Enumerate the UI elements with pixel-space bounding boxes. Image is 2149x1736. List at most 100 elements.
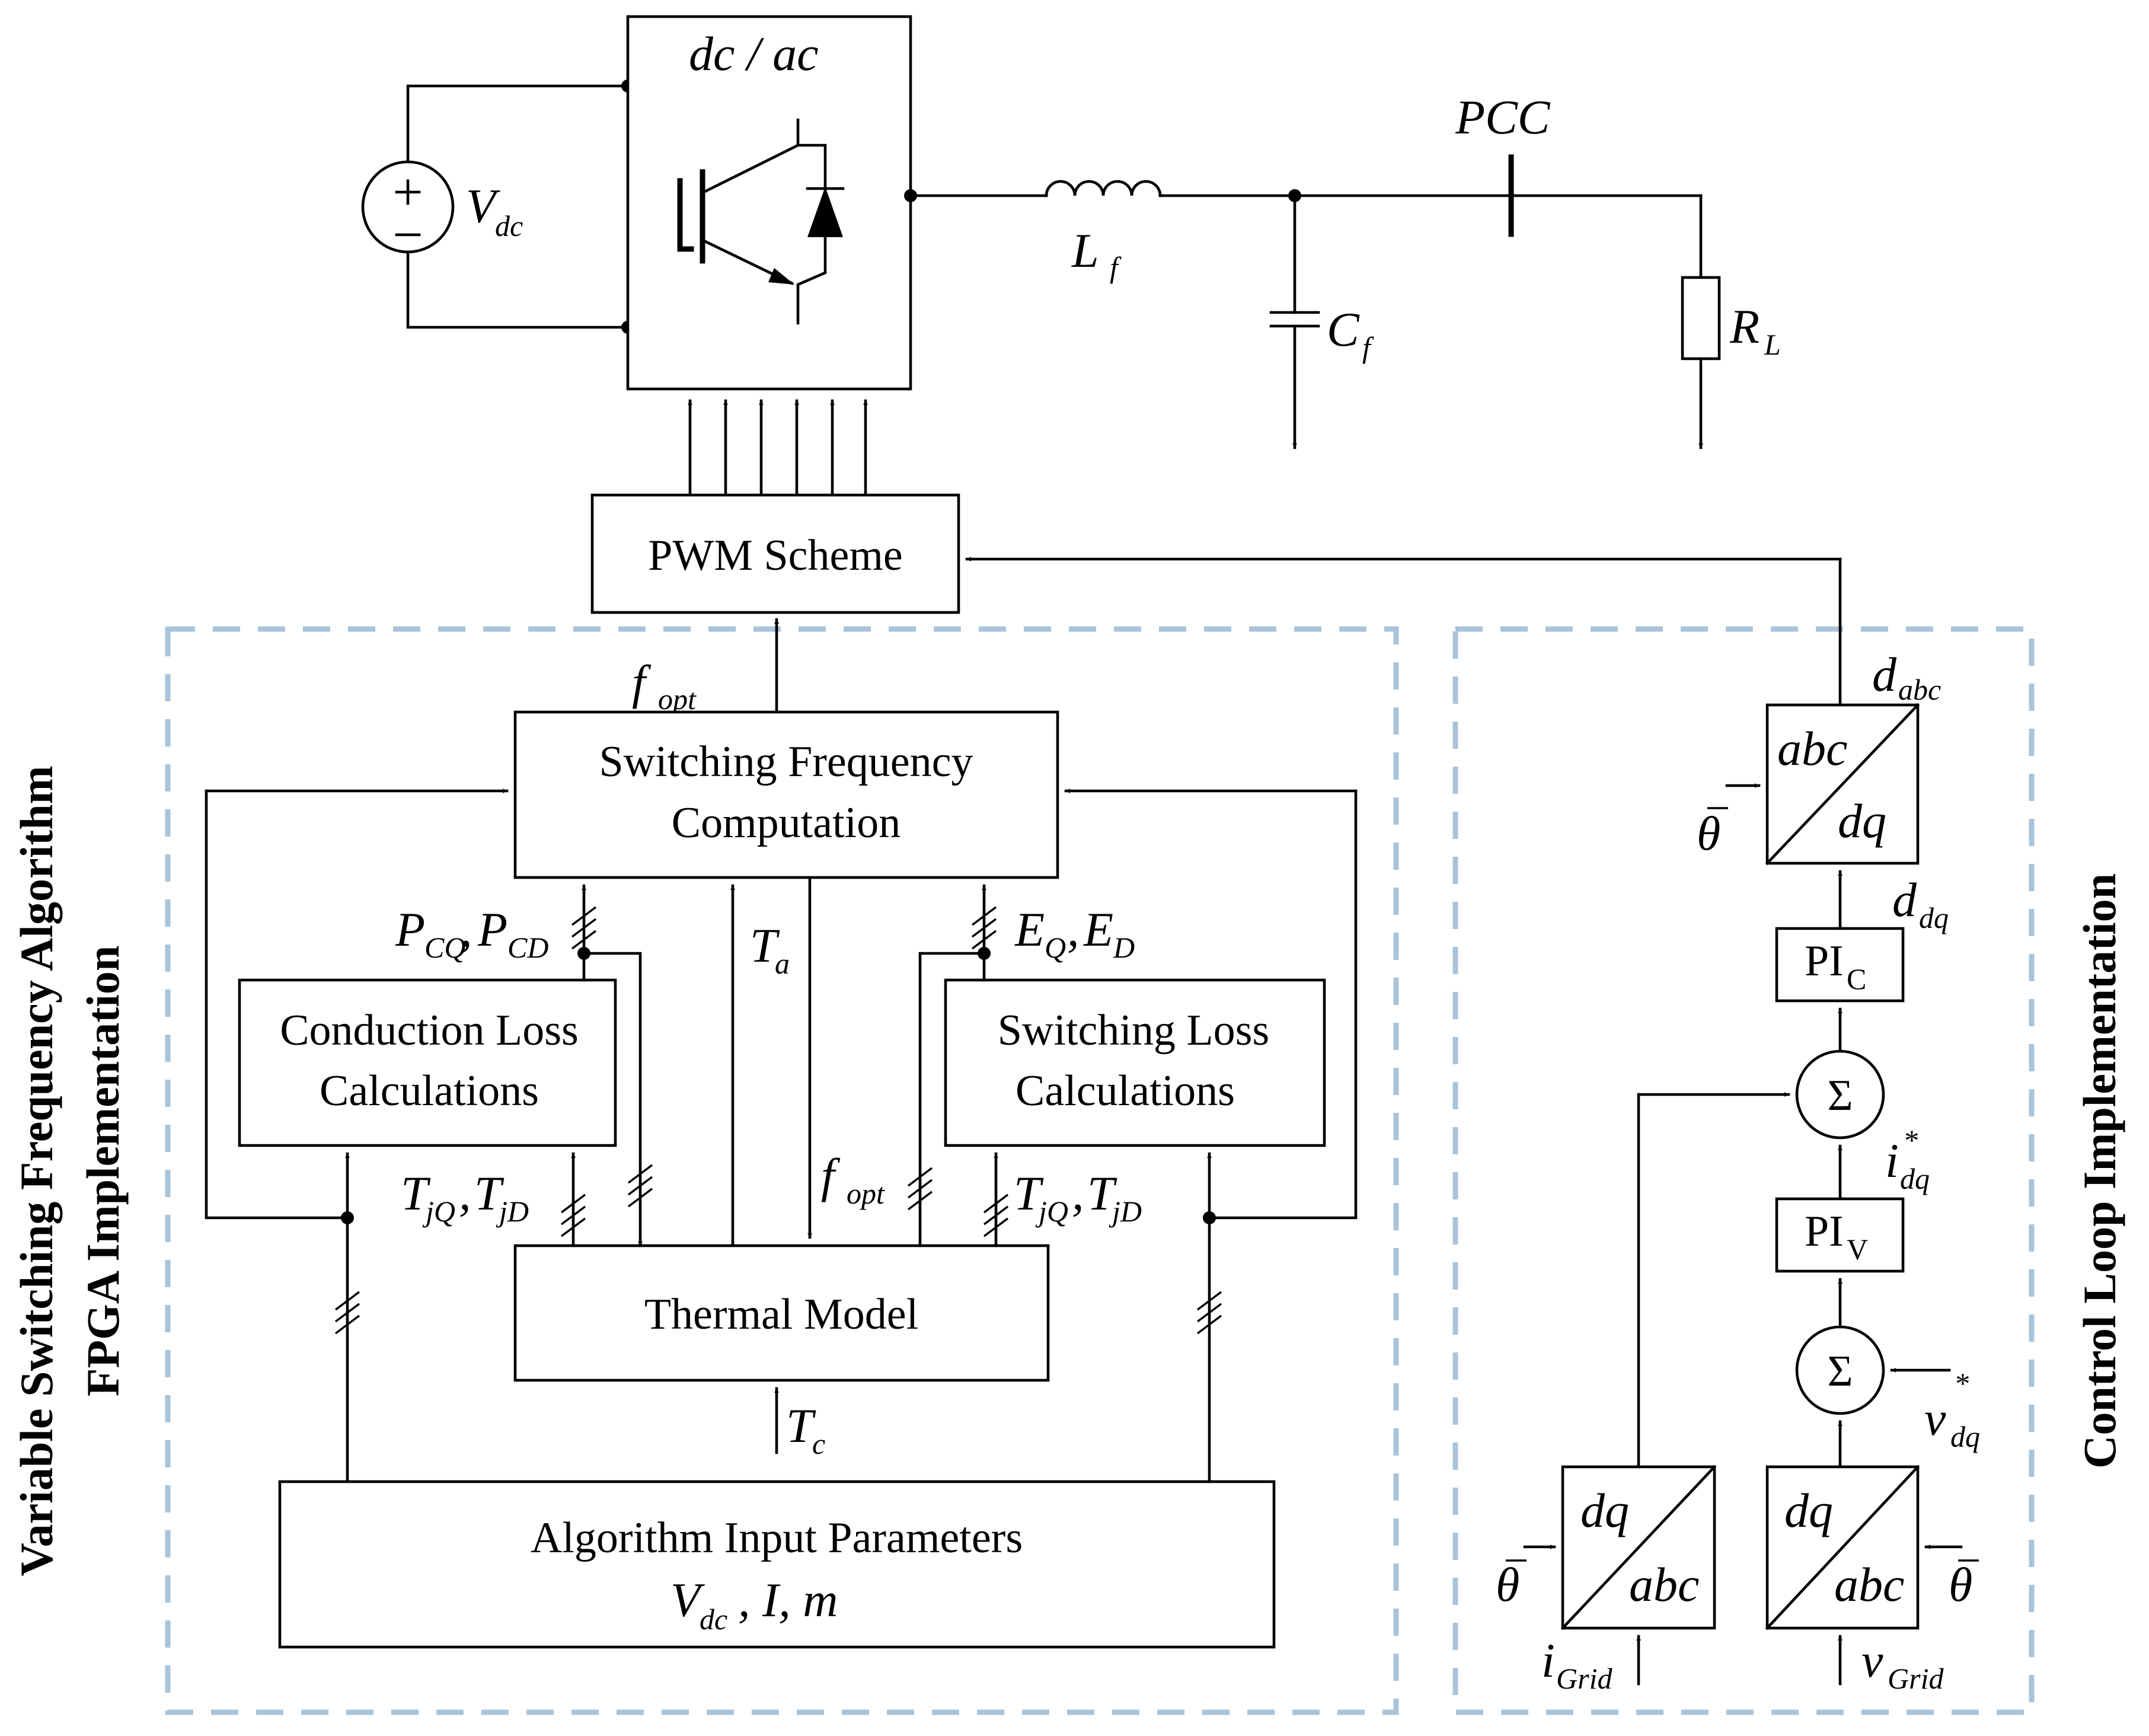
fopt-top-subscript: opt	[658, 682, 697, 716]
theta-current-label: θ	[1496, 1558, 1519, 1611]
tjq-left-comma: ,	[459, 1166, 471, 1220]
rl-label: R	[1729, 299, 1760, 353]
switching-frequency-computation-block	[513, 710, 1059, 879]
fopt-top-label: f	[632, 655, 652, 709]
thermal-model-label: Thermal Model	[644, 1290, 918, 1339]
load-resistor	[1681, 276, 1721, 360]
pwm-scheme-label: PWM Scheme	[648, 531, 903, 580]
vgrid-subscript: Grid	[1888, 1662, 1944, 1695]
pwm-scheme-block	[590, 493, 960, 614]
idq-label: i	[1885, 1134, 1899, 1188]
swl-line1: Switching Loss	[998, 1006, 1269, 1055]
abc-current-label: abc	[1629, 1558, 1699, 1611]
tjd-left-subscript: jD	[496, 1195, 529, 1228]
ed-subscript: D	[1113, 931, 1135, 964]
sfc-line2: Computation	[672, 799, 901, 847]
eq-subscript: Q	[1045, 931, 1066, 964]
piv-subscript: V	[1847, 1233, 1868, 1266]
abc-top-label: abc	[1777, 722, 1847, 776]
cf-subscript: f	[1362, 331, 1374, 364]
fopt-mid-subscript: opt	[847, 1177, 885, 1210]
algorithm-input-block	[278, 1480, 1276, 1649]
dq-top-label: dq	[1838, 794, 1886, 848]
pcq-subscript: CQ	[424, 931, 465, 964]
dc-ac-converter-block	[626, 15, 912, 391]
ed-label: E	[1083, 902, 1113, 956]
tjq-right-subscript: jQ	[1035, 1195, 1068, 1228]
sigma-top: Σ	[1827, 1071, 1853, 1120]
conduction-loss-outputs	[571, 884, 653, 1247]
lf-label: L	[1071, 224, 1099, 277]
idq-subscript: dq	[1900, 1162, 1930, 1195]
aip-v-label: V	[670, 1573, 705, 1627]
switching-input-wiring	[1064, 789, 1358, 1483]
tc-subscript: c	[812, 1427, 825, 1460]
igbt-symbol	[677, 119, 845, 325]
pic-subscript: C	[1847, 962, 1866, 995]
tc-label: T	[786, 1399, 816, 1453]
tjq-left-subscript: jQ	[422, 1195, 455, 1228]
fpga-title-line1: Variable Switching Frequency Algorithm	[11, 765, 62, 1576]
tjd-right-subscript: jD	[1109, 1195, 1142, 1228]
sigma-bottom: Σ	[1827, 1347, 1853, 1396]
aip-line1: Algorithm Input Parameters	[531, 1514, 1023, 1562]
switching-loss-block	[944, 978, 1326, 1147]
inductor-lf	[1045, 180, 1162, 197]
aip-v-subscript: dc	[700, 1603, 727, 1636]
control-loop-title: Control Loop Implementation	[2074, 873, 2125, 1469]
dc-voltage-source	[361, 79, 634, 334]
tjd-left-label: T	[474, 1166, 504, 1220]
aip-rest-label: , I, m	[738, 1573, 838, 1627]
cf-label: C	[1327, 302, 1360, 356]
converter-label: dc / ac	[689, 27, 819, 81]
vdq-subscript: dq	[1950, 1420, 1980, 1453]
dabc-subscript: abc	[1898, 673, 1941, 706]
sfc-line1: Switching Frequency	[599, 738, 973, 786]
piv-label: PI	[1805, 1207, 1844, 1256]
eq-comma: ,	[1067, 902, 1080, 956]
thermal-to-conduction	[560, 1152, 586, 1247]
igrid-label: i	[1541, 1633, 1555, 1687]
pcc-label: PCC	[1455, 90, 1551, 144]
rl-subscript: L	[1764, 328, 1781, 361]
switching-loss-outputs	[907, 884, 997, 1247]
cond-line2: Calculations	[320, 1067, 539, 1115]
vgrid-label: v	[1861, 1633, 1883, 1687]
pcd-subscript: CD	[507, 931, 548, 964]
tjq-left-label: T	[401, 1166, 431, 1220]
idq-star: *	[1903, 1124, 1918, 1157]
thermal-to-switching	[983, 1152, 1009, 1247]
pcd-label: P	[477, 902, 507, 956]
conduction-input-wiring	[205, 789, 509, 1483]
dq-current-label: dq	[1580, 1483, 1629, 1537]
dq-voltage-label: dq	[1784, 1483, 1833, 1537]
vdc-subscript: dc	[495, 209, 523, 242]
control-loop-region	[1452, 626, 2035, 1715]
tjd-right-label: T	[1087, 1166, 1117, 1220]
thermal-model-block	[513, 1244, 1050, 1382]
abc-voltage-label: abc	[1834, 1558, 1904, 1611]
ddq-subscript: dq	[1919, 901, 1949, 934]
vdq-label: v	[1924, 1392, 1946, 1445]
swl-line2: Calculations	[1016, 1067, 1235, 1115]
vdc-label: V	[466, 179, 500, 233]
igrid-subscript: Grid	[1556, 1662, 1612, 1695]
cond-line1: Conduction Loss	[280, 1006, 579, 1055]
fpga-region	[165, 626, 1399, 1715]
gate-signal-arrows	[688, 399, 868, 497]
ta-subscript: a	[775, 947, 790, 980]
theta-top-label: θ	[1697, 806, 1720, 860]
pcq-comma: ,	[460, 902, 472, 956]
dabc-label: d	[1872, 647, 1897, 701]
fopt-mid-label: f	[821, 1148, 841, 1202]
pcq-label: P	[395, 902, 425, 956]
tjq-right-label: T	[1014, 1166, 1044, 1220]
power-stage: V dc dc / ac L f C f	[361, 15, 1781, 449]
tjq-right-comma: ,	[1072, 1166, 1084, 1220]
theta-voltage-label: θ	[1949, 1558, 1972, 1611]
lf-subscript: f	[1110, 251, 1122, 284]
fpga-title-line2: FPGA Implementation	[77, 946, 129, 1396]
pic-label: PI	[1805, 937, 1844, 985]
ta-label: T	[750, 918, 780, 972]
